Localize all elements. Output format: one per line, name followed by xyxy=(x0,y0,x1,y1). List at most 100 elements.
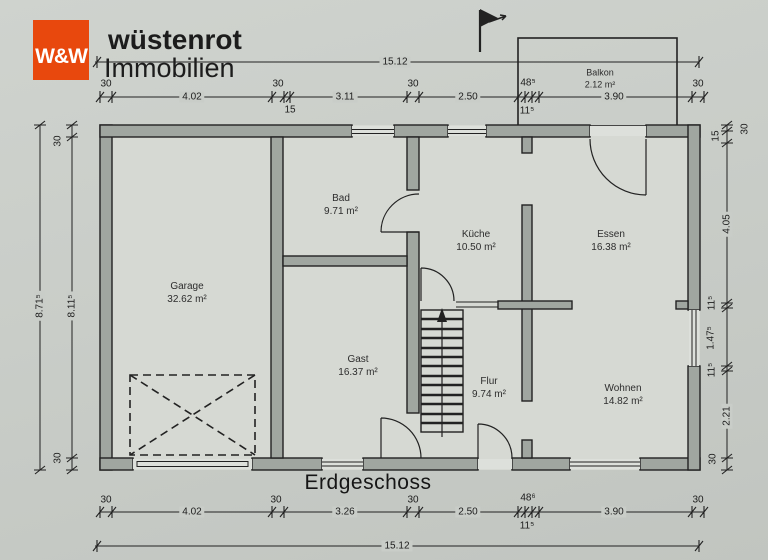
dim-label: 3.26 xyxy=(332,506,358,518)
dim-label: 11⁵ xyxy=(519,520,535,532)
wall-bad-gast xyxy=(282,255,408,267)
room-label-bad: Bad 9.71 m² xyxy=(324,192,358,218)
dim-label: 30 xyxy=(52,452,64,464)
dim-label: 1.47⁵ xyxy=(705,326,717,350)
stair-railing xyxy=(456,301,498,308)
room-name: Garage xyxy=(170,281,204,292)
parking-box xyxy=(129,374,256,456)
parking-diagonals xyxy=(129,374,256,456)
room-area: 9.74 m² xyxy=(472,389,506,400)
room-label-balkon: Balkon 2.12 m² xyxy=(585,67,616,90)
wall-right xyxy=(687,124,701,311)
plan-title: Erdgeschoss xyxy=(304,471,432,494)
brand-name: wüstenrot xyxy=(108,24,242,55)
room-area: 9.71 m² xyxy=(324,206,358,217)
wall-central xyxy=(406,231,420,414)
window-wohnen xyxy=(570,459,640,469)
wall-essen-wohnen xyxy=(497,300,573,310)
window-right xyxy=(689,310,699,366)
dim-label: 30 xyxy=(272,78,284,90)
room-area: 32.62 m² xyxy=(167,294,207,305)
stair-up-arrow-icon xyxy=(437,308,447,322)
brand-division: Immobilien xyxy=(104,53,235,83)
walls-layer xyxy=(99,124,701,471)
door-gast xyxy=(380,417,422,459)
dim-label: 48⁵ xyxy=(520,77,536,89)
dim-label: 30 xyxy=(100,78,112,90)
wall-garage-divider xyxy=(270,136,284,459)
dim-label: 15 xyxy=(284,104,296,116)
room-name: Flur xyxy=(480,376,498,387)
dim-bottom-total: 15.12 xyxy=(381,540,413,552)
wuestenrot-logo: W&W xyxy=(33,20,89,80)
wall-right xyxy=(687,365,701,471)
dim-label: 4.05 xyxy=(721,211,733,237)
wall-kueche-essen xyxy=(521,136,533,154)
window-gast xyxy=(322,459,363,469)
dim-label: 30 xyxy=(707,453,719,465)
garage-door-opening xyxy=(133,459,252,469)
dim-label: 2.50 xyxy=(455,506,481,518)
dim-label: 4.02 xyxy=(179,506,205,518)
room-name: Bad xyxy=(332,193,350,204)
room-name: Wohnen xyxy=(604,383,642,394)
door-entry xyxy=(477,423,513,459)
wall-top xyxy=(99,124,353,138)
room-label-flur: Flur 9.74 m² xyxy=(472,375,506,401)
wall-central xyxy=(406,136,420,191)
window-glazing-lines xyxy=(322,129,697,467)
wall-top xyxy=(393,124,449,138)
dimension-ticks xyxy=(34,56,733,552)
garage-door-panel xyxy=(136,461,249,467)
dim-label: 8.71⁵ xyxy=(34,291,46,321)
staircase xyxy=(420,301,498,437)
wall-bottom xyxy=(251,457,323,471)
windows-layer xyxy=(133,126,699,469)
room-area: 16.38 m² xyxy=(591,242,631,253)
dim-label: 11⁵ xyxy=(706,295,718,311)
dim-label: 15 xyxy=(710,130,722,142)
dim-label: 30 xyxy=(100,494,112,506)
door-bad xyxy=(380,193,420,233)
garage-parking-cross xyxy=(129,374,256,456)
dim-label: 30 xyxy=(407,494,419,506)
dim-label: 48⁶ xyxy=(520,492,536,504)
room-name: Küche xyxy=(461,229,491,240)
room-area: 16.37 m² xyxy=(338,367,378,378)
dim-label: 3.90 xyxy=(601,506,627,518)
dim-label: 30 xyxy=(692,78,704,90)
balcony-door-opening xyxy=(590,126,646,136)
window-bad xyxy=(352,126,394,136)
room-area: 14.82 m² xyxy=(603,396,643,407)
wall-top xyxy=(485,124,591,138)
window-kueche xyxy=(448,126,486,136)
dim-label: 30 xyxy=(407,78,419,90)
wall-kueche-essen xyxy=(521,439,533,459)
dim-label: 2.50 xyxy=(455,91,481,103)
wall-bottom xyxy=(511,457,571,471)
wall-left xyxy=(99,124,113,471)
dim-label: 30 xyxy=(739,123,751,135)
wall-bottom xyxy=(362,457,479,471)
building-interior xyxy=(100,125,700,470)
door-kueche xyxy=(420,267,455,302)
room-label-wohnen: Wohnen 14.82 m² xyxy=(603,382,642,408)
dim-label: 4.02 xyxy=(179,91,205,103)
room-area: 10.50 m² xyxy=(456,242,496,253)
entry-door-opening xyxy=(478,459,512,469)
room-area: 2.12 m² xyxy=(584,79,616,89)
dim-label: 3.90 xyxy=(601,91,627,103)
dim-label: 11⁵ xyxy=(519,105,535,117)
dim-label: 30 xyxy=(692,494,704,506)
dim-label: 8.11⁵ xyxy=(66,291,78,321)
dim-top-total: 15.12 xyxy=(379,56,411,68)
room-name: Gast xyxy=(347,354,369,365)
room-label-gast: Gast 16.37 m² xyxy=(338,353,377,379)
dim-label: 3.11 xyxy=(332,91,358,103)
room-name: Balkon xyxy=(586,67,614,78)
wall-bottom xyxy=(99,457,134,471)
door-balcony xyxy=(589,138,647,196)
dim-label: 11⁵ xyxy=(706,362,718,378)
